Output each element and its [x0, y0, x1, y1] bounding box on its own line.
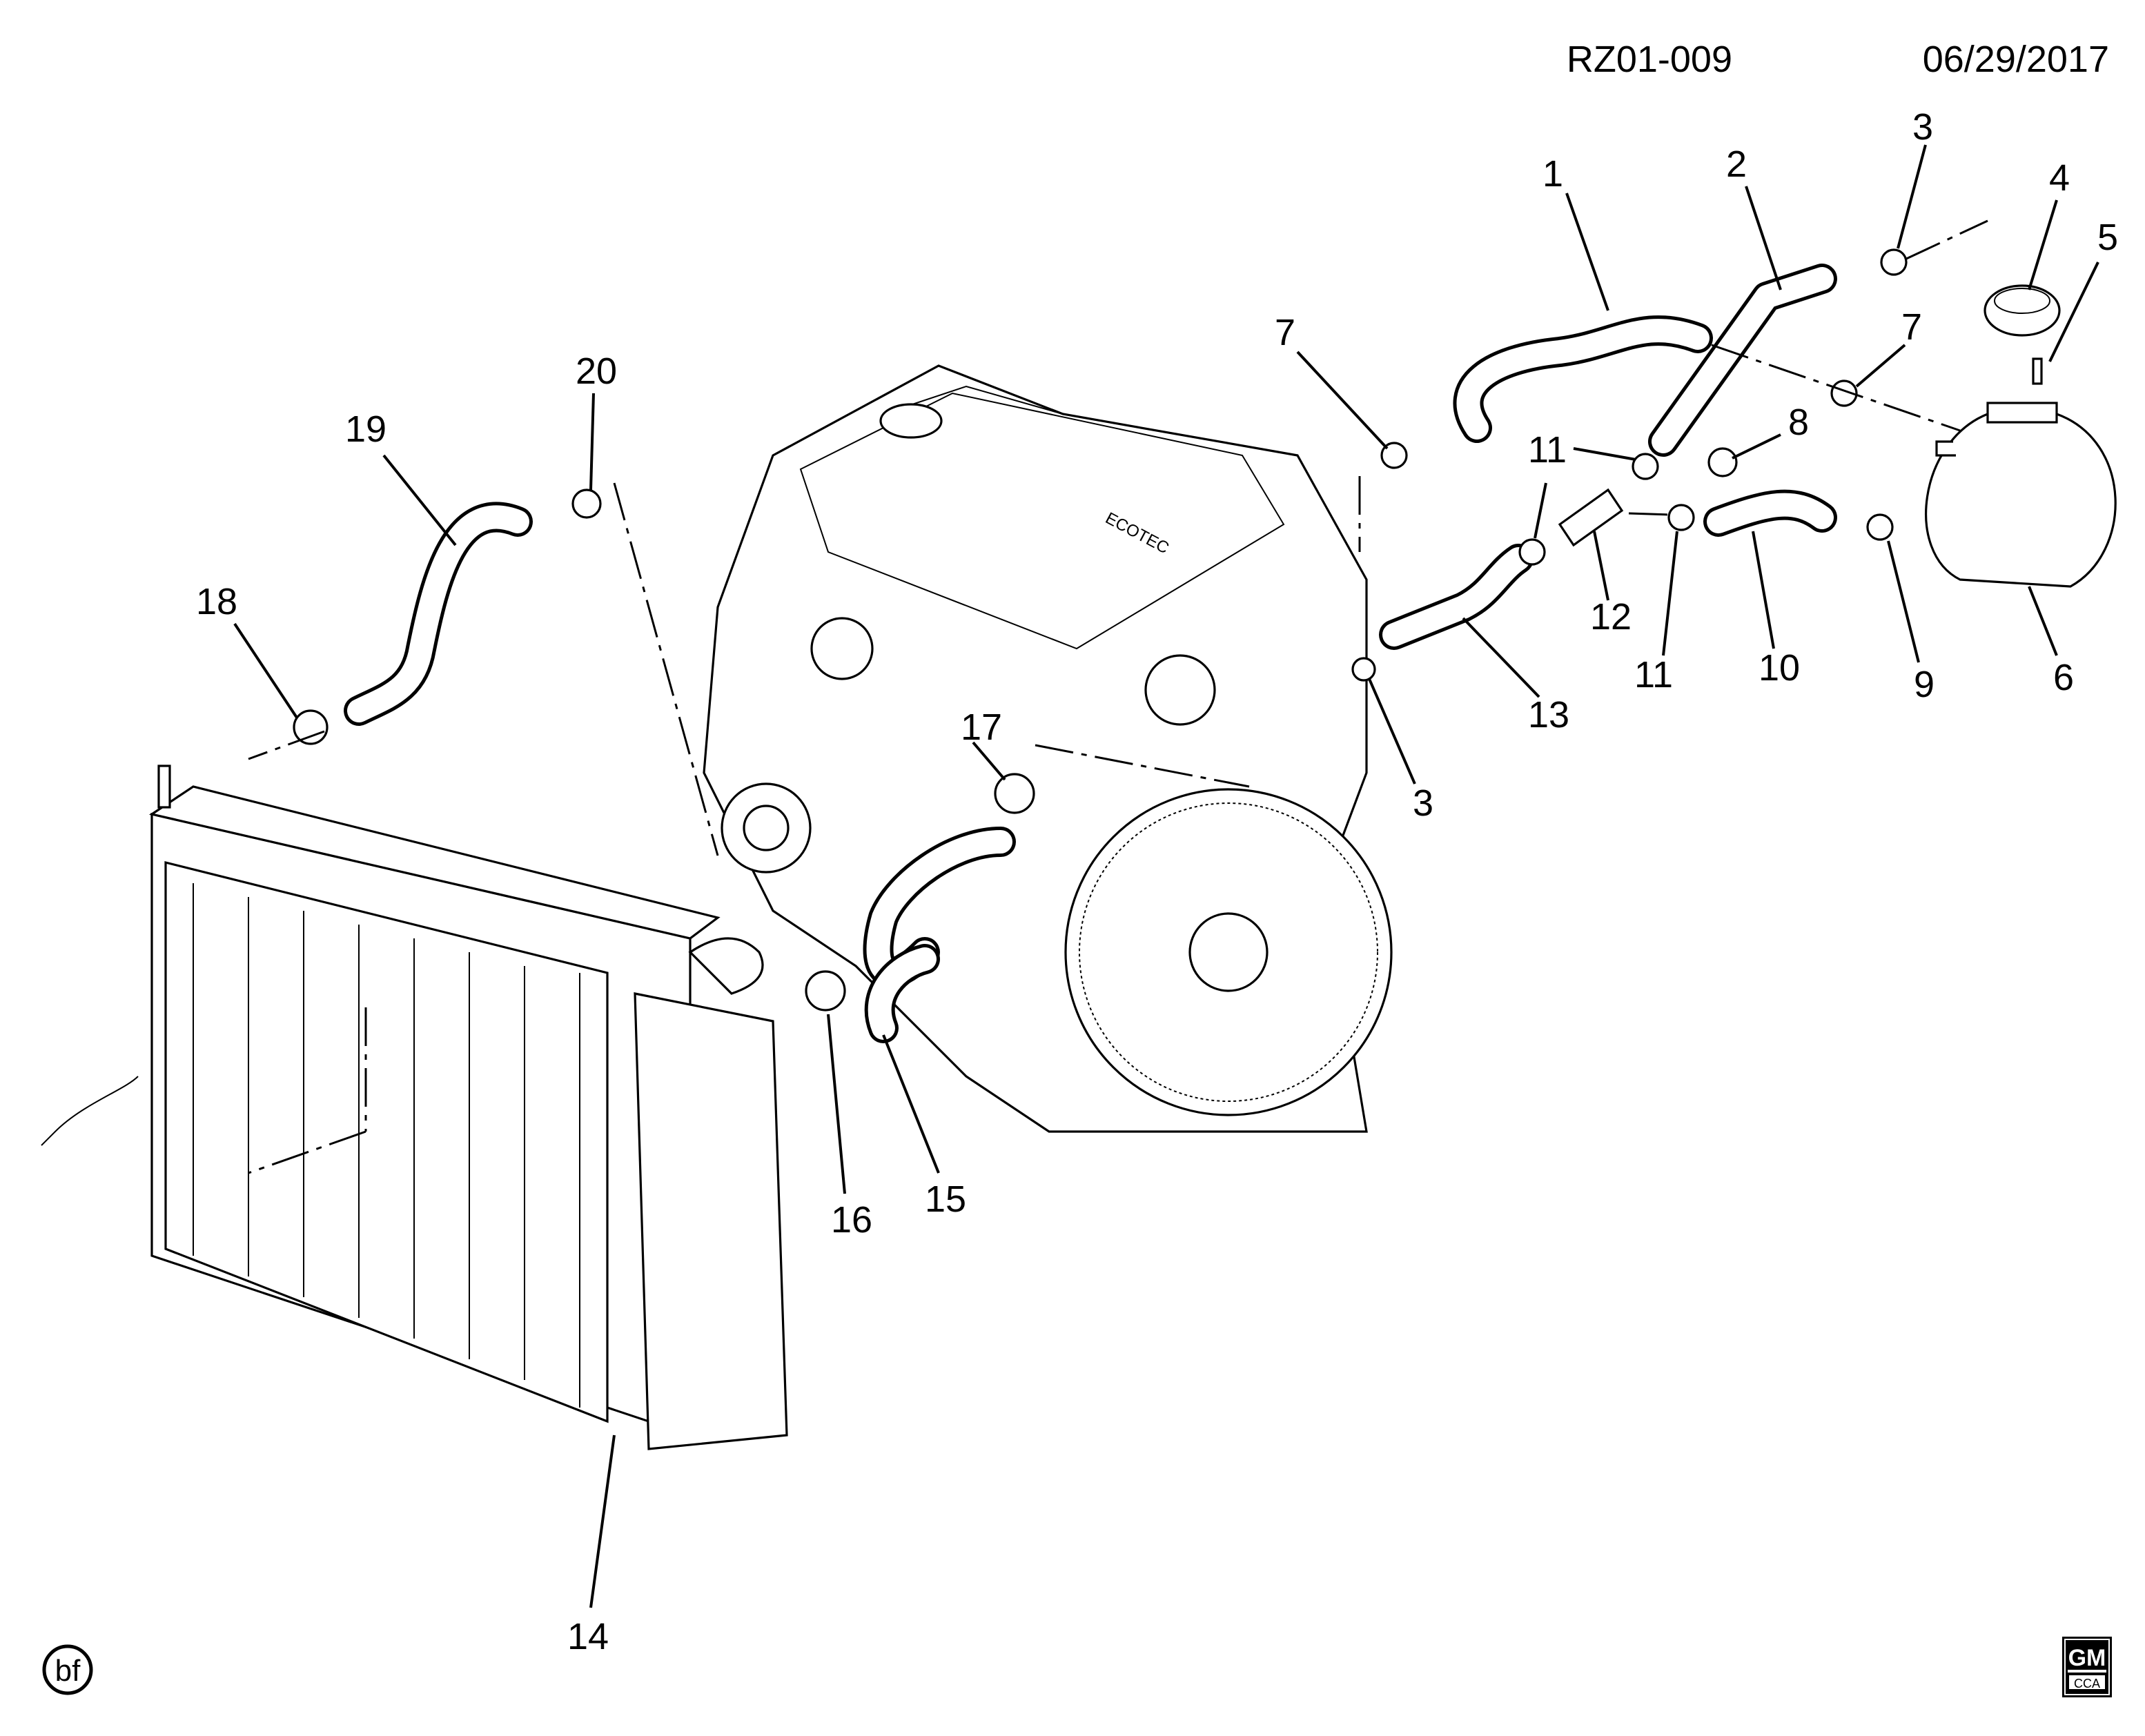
callout-13: 13	[1528, 694, 1569, 736]
svg-text:CCA: CCA	[2074, 1677, 2100, 1690]
callout-11: 11	[1634, 654, 1673, 696]
hoses	[344, 264, 1837, 1043]
reservoir-bolt	[2032, 357, 2043, 385]
svg-text:GM: GM	[2068, 1645, 2106, 1671]
callout-2: 2	[1726, 144, 1747, 185]
callout-5: 5	[2097, 217, 2118, 258]
reservoir-cap	[1984, 284, 2061, 337]
leader-lines	[233, 144, 2099, 1608]
gm-cca-logo: GM CCA	[2062, 1637, 2112, 1697]
callout-7: 7	[1901, 306, 1922, 348]
callout-4: 4	[2049, 157, 2070, 199]
callout-19: 19	[345, 408, 386, 450]
callout-20: 20	[576, 351, 617, 392]
callout-3: 3	[1912, 106, 1933, 148]
callout-3: 3	[1413, 782, 1433, 824]
diagram-code: RZ01-009	[1567, 39, 1732, 80]
callout-10: 10	[1759, 647, 1800, 689]
callout-16: 16	[831, 1199, 872, 1241]
callout-6: 6	[2053, 657, 2074, 698]
callout-17: 17	[961, 707, 1002, 748]
callout-1: 1	[1542, 153, 1563, 195]
bf-badge: bf	[42, 1644, 93, 1695]
callout-7: 7	[1275, 312, 1295, 353]
radiator	[41, 765, 788, 1450]
callout-14: 14	[567, 1616, 609, 1657]
callout-12: 12	[1590, 596, 1632, 638]
callout-11: 11	[1528, 429, 1567, 471]
svg-text:bf: bf	[55, 1654, 81, 1688]
diagram-date: 06/29/2017	[1923, 39, 2109, 80]
clamps	[293, 248, 1908, 1012]
coolant-reservoir	[1925, 284, 2117, 588]
callout-numbers: 1 2 3 4 5 7 7 20 19 11 8 11 18 12 10 9 6…	[196, 106, 2118, 1657]
assembly-lines	[248, 219, 1988, 1174]
callout-9: 9	[1914, 664, 1935, 705]
callout-18: 18	[196, 581, 237, 622]
callout-15: 15	[925, 1178, 966, 1220]
callout-8: 8	[1788, 402, 1809, 443]
